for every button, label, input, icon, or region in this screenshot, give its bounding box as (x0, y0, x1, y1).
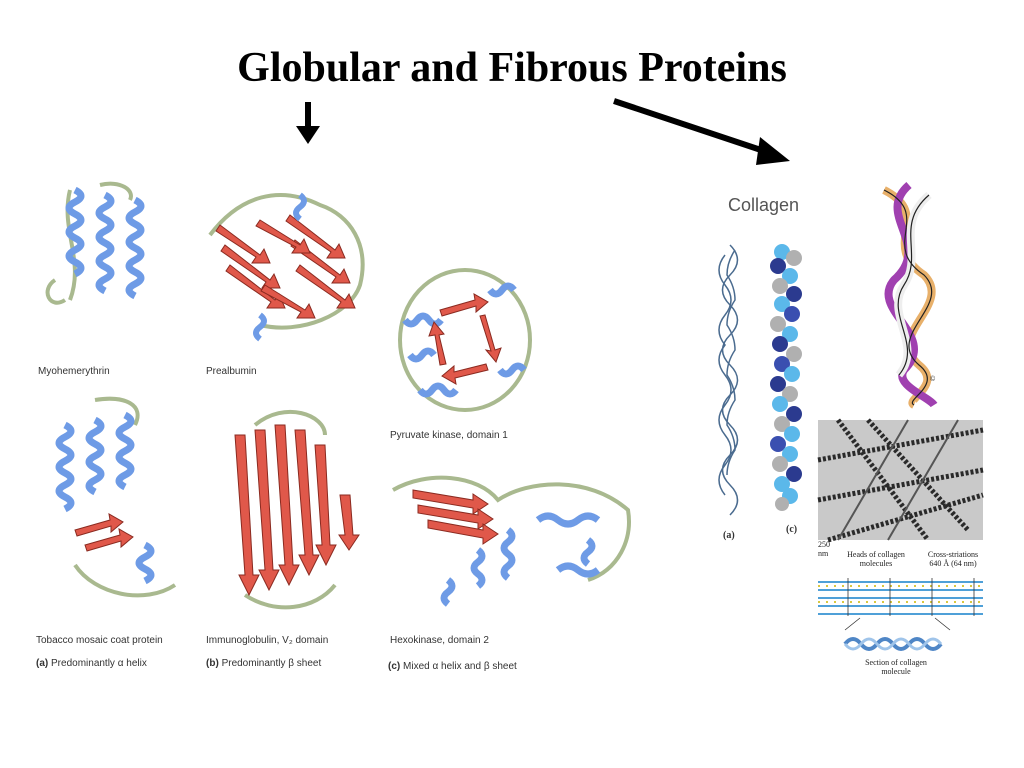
class-letter-c: (c) (388, 661, 401, 672)
section-label: Section of collagen molecule (865, 658, 927, 676)
myohemerythrin-structure (45, 181, 145, 305)
caption-hexokinase: Hexokinase, domain 2 (390, 635, 489, 646)
panel-c-label: (c) (786, 524, 798, 535)
diagonal-arrow-icon (613, 98, 790, 165)
caption-tobacco-mosaic: Tobacco mosaic coat protein (36, 635, 163, 646)
class-letter-a: (a) (36, 658, 49, 669)
striations-label: Cross-striations 640 Å (64 nm) (927, 550, 979, 568)
caption-pyruvate-kinase: Pyruvate kinase, domain 1 (390, 430, 508, 441)
collagen-backbone-trace (718, 244, 739, 516)
collagen-micrograph (817, 418, 984, 543)
class-letter-b: (b) (206, 658, 219, 669)
class-text-a: Predominantly α helix (51, 658, 147, 669)
heads-label: Heads of collagen molecules (847, 550, 905, 568)
class-caption-a: (a) Predominantly α helix (36, 658, 147, 669)
class-text-c: Mixed α helix and β sheet (403, 661, 517, 672)
down-arrow-icon (296, 102, 320, 144)
class-text-b: Predominantly β sheet (221, 658, 322, 669)
slide-title: Globular and Fibrous Proteins (237, 45, 787, 91)
collagen-space-filling-model (770, 244, 802, 511)
pyruvate-kinase-structure (398, 268, 532, 412)
caption-prealbumin: Prealbumin (206, 366, 257, 377)
prealbumin-structure (208, 192, 365, 342)
tobacco-mosaic-structure (55, 396, 177, 598)
caption-immunoglobulin: Immunoglobulin, V₂ domain (206, 635, 329, 646)
class-caption-c: (c) Mixed α helix and β sheet (388, 661, 517, 672)
caption-myohemerythrin: Myohemerythrin (38, 366, 110, 377)
collagen-ribbon-helix (882, 181, 938, 409)
panel-a-label: (a) (723, 530, 735, 541)
collagen-label: Collagen (728, 195, 800, 215)
immunoglobulin-structure (234, 409, 360, 610)
micrograph-scale-label: 250 nm (818, 540, 830, 558)
hexokinase-structure (392, 475, 631, 607)
class-caption-b: (b) Predominantly β sheet (206, 658, 321, 669)
copyright-mark: © (930, 376, 936, 383)
collagen-section-zoom (843, 617, 951, 651)
collagen-fibril-diagram (818, 578, 983, 616)
